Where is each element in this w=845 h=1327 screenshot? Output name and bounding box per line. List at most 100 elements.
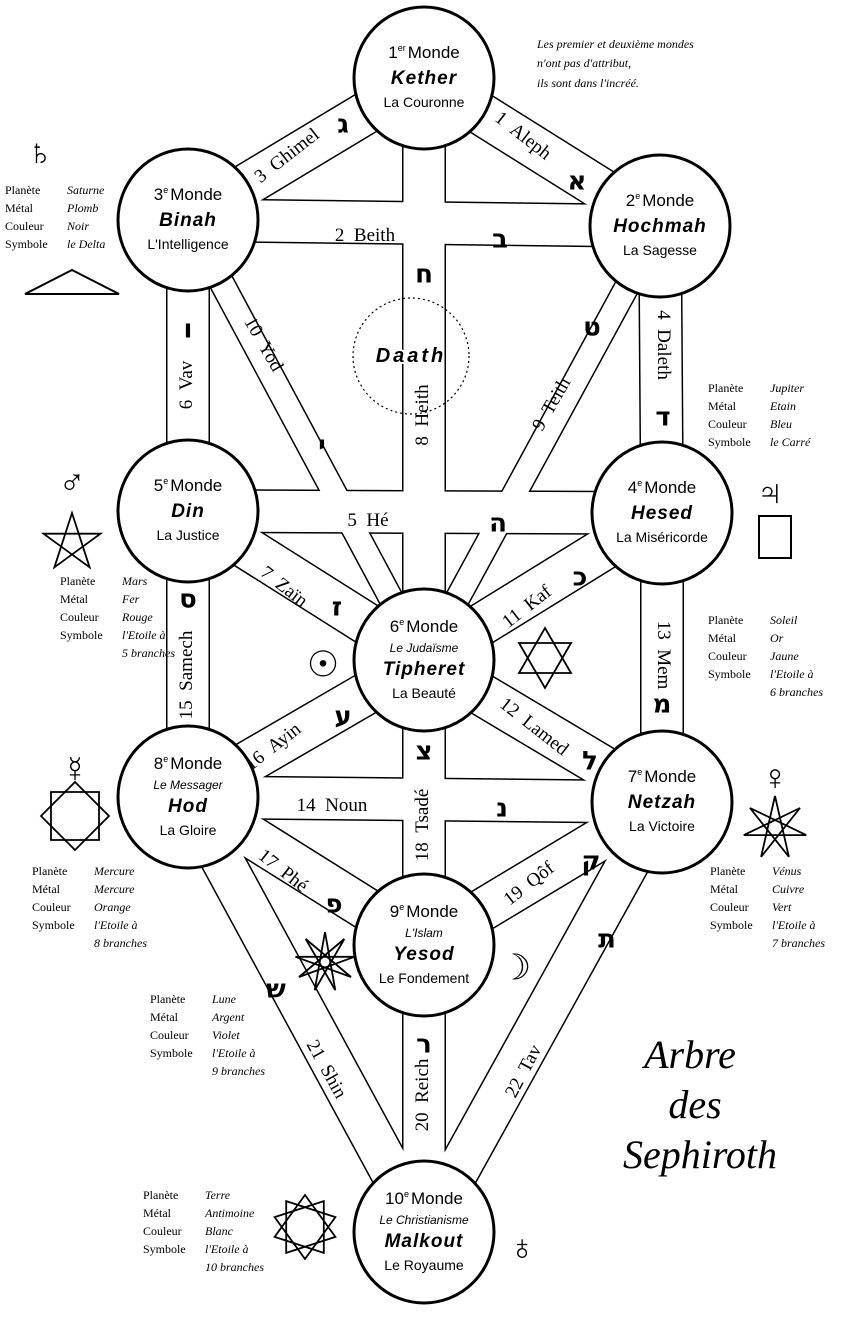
attribute-label: Métal (708, 631, 737, 645)
attributes-binah: PlanèteMétalCouleurSymboleSaturnePlombNo… (5, 132, 120, 295)
attribute-value: Soleil (770, 613, 798, 627)
attribute-label: Couleur (710, 900, 749, 914)
path-number: 14 (297, 795, 317, 816)
attributes-netzah: PlanèteMétalCouleurSymboleVénusCuivreVer… (710, 757, 825, 950)
path-gap (176, 691, 197, 701)
sephira-meaning: L'Intelligence (147, 236, 229, 252)
attribute-label: Métal (60, 592, 89, 606)
attribute-label: Symbole (710, 918, 753, 932)
square-icon (758, 515, 792, 559)
attribute-label: Métal (32, 882, 61, 896)
path-band-fill (413, 220, 671, 666)
monde-word: Monde (644, 478, 696, 497)
attributes-yesod: PlanèteMétalCouleurSymboleLuneArgentViol… (150, 931, 531, 1078)
ordinal-number: 7 (628, 767, 637, 786)
path-label-2: 2 Beith (335, 225, 396, 246)
hebrew-letter-6: ו (184, 315, 193, 345)
attribute-value: Blanc (205, 1224, 234, 1238)
path-label-20: 20 Reich (412, 1058, 433, 1131)
path-label-6: 6 Vav (176, 360, 197, 409)
ordinal-number: 10 (385, 1189, 404, 1208)
attribute-value: Saturne (67, 183, 105, 197)
path-number: 4 (653, 310, 674, 320)
ordinal-number: 8 (154, 754, 163, 773)
ordinal-suffix: e (635, 191, 640, 201)
attribute-value: Bleu (770, 417, 792, 431)
path-gap (412, 427, 433, 437)
attribute-value: 6 branches (770, 685, 823, 699)
attribute-value: le Delta (67, 237, 105, 251)
hebrew-letter-3: ג (337, 110, 349, 140)
earth-icon: ♁ (509, 1227, 536, 1268)
attribute-label: Métal (150, 1010, 179, 1024)
attribute-label: Planète (710, 864, 745, 878)
seven-point-star-icon (743, 795, 807, 858)
attribute-value: Argent (211, 1010, 245, 1024)
attribute-label: Couleur (32, 900, 71, 914)
path-number: 6 (176, 400, 197, 410)
attribute-value: 8 branches (94, 936, 147, 950)
five-point-star-icon (40, 510, 104, 570)
path-gap (344, 225, 354, 246)
path-gap (653, 320, 674, 330)
sephira-meaning: La Sagesse (623, 242, 697, 258)
hebrew-letter-7: ז (332, 593, 342, 623)
attribute-label: Planète (32, 864, 67, 878)
sephira-name: Tipheret (383, 659, 466, 680)
attribute-label: Symbole (32, 918, 75, 932)
ordinal-number: 3 (154, 185, 163, 204)
daath-circle: Daath (352, 297, 470, 415)
attribute-label: Couleur (708, 417, 747, 431)
ordinal-number: 6 (390, 617, 399, 636)
monde-word: Monde (408, 43, 460, 62)
attribute-label: Planète (150, 992, 185, 1006)
monde-word: Monde (411, 1189, 463, 1208)
attribute-label: Symbole (143, 1242, 186, 1256)
attributes-hod: PlanèteMétalCouleurSymboleMercureMercure… (32, 749, 147, 950)
path-label-18: 18 Tsadé (412, 789, 433, 862)
ordinal-number: 2 (626, 191, 635, 210)
path-number: 5 (347, 510, 357, 531)
note-line: Les premier et deuxième mondes (536, 37, 694, 51)
hebrew-letter-17: פ (325, 890, 342, 920)
ordinal-suffix: e (637, 478, 642, 488)
path-band-fill (406, 792, 680, 1242)
path-name: Heith (412, 384, 433, 427)
path-number: 2 (335, 225, 345, 246)
mars-icon: ♂ (59, 462, 86, 503)
path-name: Daleth (653, 329, 674, 380)
attribute-value: Orange (94, 900, 131, 914)
sephira-circle (352, 1159, 496, 1305)
title-line: Arbre (641, 1032, 736, 1077)
path-name: Tsadé (412, 789, 433, 833)
attribute-value: 7 branches (772, 936, 825, 950)
sephira-circle (352, 5, 496, 151)
hebrew-letter-10: י (318, 431, 326, 461)
ordinal-number: 5 (154, 476, 163, 495)
path-gap (176, 390, 197, 400)
attributes-malkout: PlanèteMétalCouleurSymboleTerreAntimoine… (143, 1188, 536, 1274)
attribute-label: Symbole (5, 237, 48, 251)
sephira-circle (352, 872, 496, 1018)
attribute-label: Planète (143, 1188, 178, 1202)
path-label-8: 8 Heith (412, 384, 433, 446)
attribute-label: Couleur (150, 1028, 189, 1042)
ordinal-suffix: e (163, 185, 168, 195)
attribute-label: Métal (708, 399, 737, 413)
attribute-value: Violet (212, 1028, 240, 1042)
attribute-label: Planète (60, 574, 95, 588)
hebrew-letter-18: צ (416, 737, 433, 767)
path-label-14: 14 Noun (297, 795, 368, 816)
path-label-13: 13 Mem (653, 621, 674, 690)
path-name: Samech (176, 630, 197, 691)
title-line: des (668, 1082, 721, 1127)
sephira-circle (590, 440, 734, 586)
attributes-tipheret: PlanèteMétalCouleurSymboleSoleilOrJaunel… (307, 613, 823, 699)
attribute-value: Terre (205, 1188, 231, 1202)
path-gap (412, 833, 433, 843)
sephira-subtitle: Le Christianisme (379, 1213, 469, 1227)
